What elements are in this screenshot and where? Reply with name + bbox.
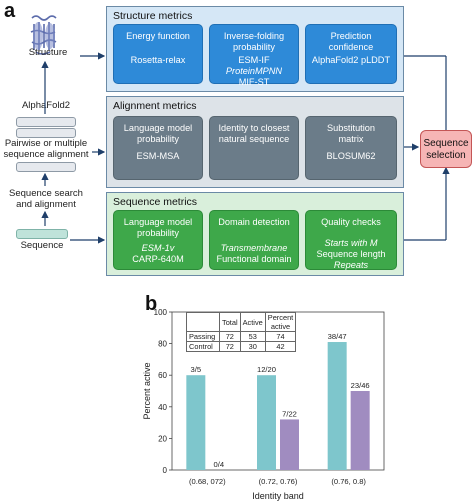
y-tick-label: 80: [158, 340, 167, 349]
alignment-row-pill: [16, 117, 76, 127]
protein-structure-icon: [30, 15, 57, 55]
alphafold-label: AlphaFold2: [21, 100, 71, 111]
language-model-seq-box: Language model probability ESM-1v CARP-6…: [113, 210, 203, 270]
box-content: Rosetta-relax: [130, 55, 186, 65]
box-content-extra: MIF-ST: [238, 77, 270, 87]
bar-data-label: 7/22: [282, 409, 297, 418]
box-title: Domain detection: [218, 217, 290, 227]
y-axis-label: Percent active: [142, 362, 152, 419]
box-content-italic: ProteinMPNN: [225, 66, 283, 76]
box-content: Sequence length: [316, 249, 386, 259]
alignment-row-pill: [16, 128, 76, 138]
box-title: Substitution matrix: [326, 123, 375, 144]
y-tick-label: 20: [158, 434, 167, 443]
structure-metrics-title: Structure metrics: [113, 10, 193, 22]
sequence-selection-box: Sequence selection: [420, 130, 472, 168]
box-title: Inverse-folding probability: [223, 31, 285, 52]
table-row-label: Passing: [186, 331, 220, 342]
language-model-msa-box: Language model probability ESM-MSA: [113, 116, 203, 180]
bar-data-label: 0/4: [214, 460, 225, 469]
x-tick-label: (0.72, 0.76): [259, 477, 298, 486]
box-content: ESM-MSA: [136, 151, 180, 161]
bar: [257, 375, 276, 470]
box-title: Language model probability: [123, 217, 193, 238]
table-header-cell: Percent active: [264, 312, 297, 332]
bar-data-label: 23/46: [351, 381, 370, 390]
table-cell: 30: [239, 341, 266, 352]
inverse-folding-box: Inverse-folding probability ESM-IF Prote…: [209, 24, 299, 87]
bar-data-label: 38/47: [328, 332, 347, 341]
alignment-label: Pairwise or multiple sequence alignment: [3, 138, 89, 160]
bar: [186, 375, 206, 470]
bar-data-label: 3/5: [191, 365, 202, 374]
table-header-cell: [186, 312, 220, 332]
search-label: Sequence search and alignment: [9, 188, 83, 210]
y-tick-label: 0: [163, 466, 168, 475]
box-content-italic: Transmembrane: [220, 243, 288, 253]
alignment-row-pill: [16, 162, 76, 172]
table-row-label: Control: [186, 341, 220, 352]
box-title: Identity to closest natural sequence: [218, 123, 290, 144]
sequence-pill: [16, 229, 68, 239]
box-content: Functional domain: [216, 254, 292, 264]
summary-table: Total Active Percent active Passing 72 5…: [186, 312, 297, 352]
energy-function-box: Energy function Rosetta-relax: [113, 24, 203, 84]
sequence-metrics-title: Sequence metrics: [113, 196, 198, 208]
sequence-metrics-group: Sequence metrics Language model probabil…: [106, 192, 404, 276]
box-title: Energy function: [126, 31, 190, 41]
quality-checks-box: Quality checks Starts with M Sequence le…: [305, 210, 397, 270]
box-content-italic: Starts with M: [324, 238, 378, 248]
box-content: ESM-IF: [238, 55, 270, 65]
table-header-cell: Active: [239, 312, 266, 332]
box-title: Language model probability: [123, 123, 193, 144]
y-tick-label: 60: [158, 371, 167, 380]
y-tick-label: 40: [158, 403, 167, 412]
table-cell: 72: [219, 331, 241, 342]
table-cell: 53: [239, 331, 266, 342]
box-title: Prediction confidence: [328, 31, 374, 52]
structure-label: Structure: [28, 47, 68, 58]
table-cell: 42: [264, 341, 297, 352]
box-content-italic: ESM-1v: [141, 243, 175, 253]
structure-metrics-group: Structure metrics Energy function Rosett…: [106, 6, 404, 92]
alignment-metrics-group: Alignment metrics Language model probabi…: [106, 96, 404, 188]
alignment-metrics-title: Alignment metrics: [113, 100, 197, 112]
bar: [350, 391, 370, 470]
panel-a-letter: a: [4, 0, 16, 22]
box-content: CARP-640M: [132, 254, 184, 264]
box-content-italic-2: Repeats: [333, 260, 369, 270]
table-header-cell: Total: [219, 312, 241, 332]
panel-b-letter: b: [145, 293, 158, 315]
x-axis-label: Identity band: [252, 491, 304, 501]
sequence-label: Sequence: [20, 240, 64, 251]
bar-data-label: 12/20: [257, 365, 276, 374]
box-content: BLOSUM62: [326, 151, 376, 161]
x-tick-label: (0.68, 072): [189, 477, 226, 486]
domain-detection-box: Domain detection Transmembrane Functiona…: [209, 210, 299, 270]
x-tick-label: (0.76, 0.8): [331, 477, 366, 486]
substitution-matrix-box: Substitution matrix BLOSUM62: [305, 116, 397, 180]
sequence-selection-label: Sequence selection: [423, 138, 469, 161]
bar: [327, 342, 347, 470]
identity-box: Identity to closest natural sequence: [209, 116, 299, 180]
box-content: AlphaFold2 pLDDT: [311, 55, 391, 65]
y-tick-label: 100: [154, 308, 168, 317]
bar: [280, 419, 299, 470]
left-flow-arrows: [41, 52, 450, 244]
prediction-confidence-box: Prediction confidence AlphaFold2 pLDDT: [305, 24, 397, 84]
table-cell: 72: [219, 341, 241, 352]
table-cell: 74: [264, 331, 297, 342]
box-title: Quality checks: [321, 217, 381, 227]
